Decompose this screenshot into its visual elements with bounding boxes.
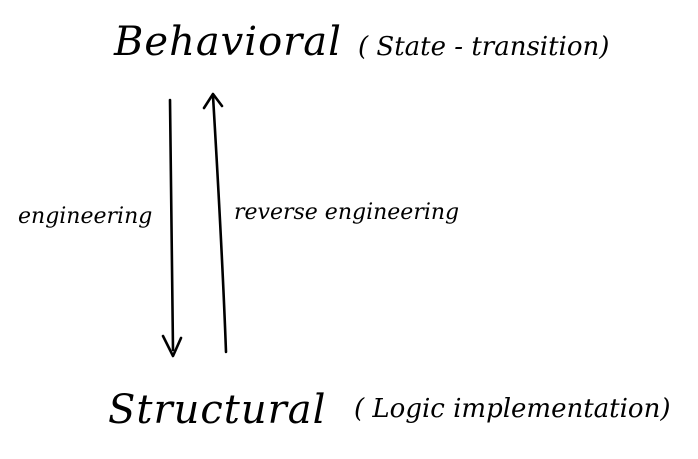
- engineering-label: engineering: [18, 204, 153, 229]
- structural-note: ( Logic implementation): [354, 394, 671, 424]
- behavioral-title: Behavioral: [114, 19, 342, 65]
- reverse-engineering-label: reverse engineering: [234, 200, 460, 225]
- engineering-arrow: [161, 98, 183, 358]
- structural-title: Structural: [108, 387, 327, 433]
- behavioral-note: ( State - transition): [358, 32, 610, 62]
- reverse-engineering-arrow: [202, 92, 228, 354]
